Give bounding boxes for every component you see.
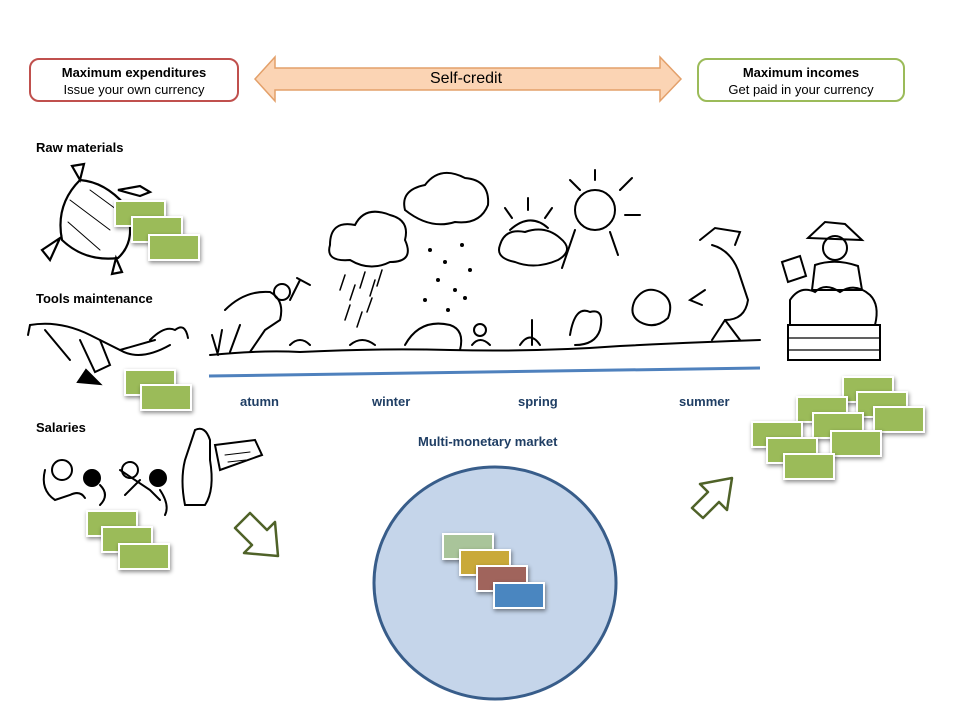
season-spring: spring — [518, 394, 558, 409]
sack-sketch — [40, 162, 153, 276]
self-credit-arrow — [253, 55, 683, 103]
raw-materials-label: Raw materials — [36, 140, 124, 155]
farming-seasons-sketch — [209, 169, 761, 356]
tools-maintenance-label: Tools maintenance — [36, 291, 153, 306]
arrow-down-right-icon — [233, 511, 280, 558]
currency-note — [830, 430, 882, 457]
max-incomes-box: Maximum incomes Get paid in your currenc… — [697, 58, 905, 102]
max-expenditures-box: Maximum expenditures Issue your own curr… — [29, 58, 239, 102]
market-title: Multi-monetary market — [418, 434, 558, 449]
season-autumn: atumn — [240, 394, 279, 409]
workers-sketch — [42, 427, 264, 516]
max-incomes-subtitle: Get paid in your currency — [728, 82, 874, 97]
arrow-up-right-icon — [690, 476, 734, 520]
currency-note — [873, 406, 925, 433]
currency-note — [140, 384, 192, 411]
max-incomes-title: Maximum incomes — [742, 65, 860, 80]
max-expenditures-title: Maximum expenditures — [61, 65, 207, 80]
currency-note — [783, 453, 835, 480]
season-summer: summer — [679, 394, 730, 409]
max-expenditures-subtitle: Issue your own currency — [63, 82, 205, 97]
self-credit-label: Self-credit — [430, 70, 503, 87]
season-winter: winter — [372, 394, 411, 409]
currency-note — [118, 543, 170, 570]
salaries-label: Salaries — [36, 420, 86, 435]
plough-sketch — [27, 322, 189, 386]
vendor-sketch — [780, 220, 881, 361]
currency-note — [493, 582, 545, 609]
season-line — [208, 366, 761, 378]
currency-note — [148, 234, 200, 261]
